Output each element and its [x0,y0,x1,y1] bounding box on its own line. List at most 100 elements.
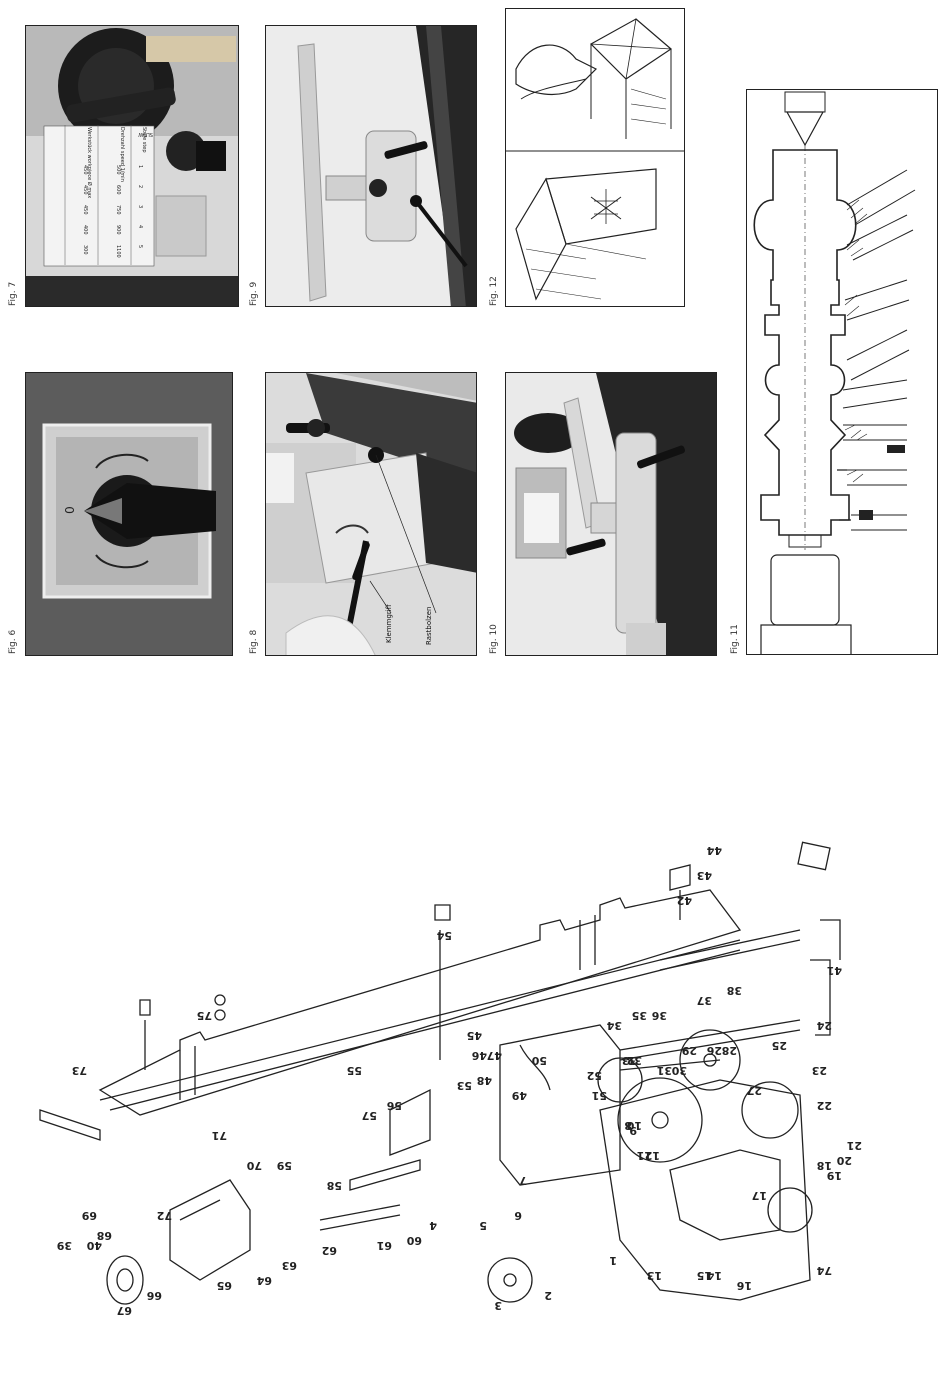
part-number-callout: 40 [86,1239,102,1252]
part-number-callout: 20 [836,1154,852,1167]
part-number-callout: 13 [647,1269,662,1282]
speed-table-cell: 2 [137,185,143,188]
part-number-callout: 51 [592,1089,607,1102]
part-number-callout: 67 [117,1304,132,1317]
part-number-callout: 18 [817,1159,832,1172]
speed-table-header: Werkstück workpiece Ø max [86,127,93,198]
part-number-callout: 53 [457,1079,472,1092]
part-number-callout: 45 [467,1029,482,1042]
fig12-image [506,18,684,301]
part-number-callout: 37 [697,994,712,1007]
speed-table-cell: 1100 [115,245,121,258]
fig7-caption: Fig. 7 [8,281,18,306]
fig9-caption: Fig. 9 [249,281,259,306]
part-number-callout: 55 [347,1064,362,1077]
part-number-callout: 73 [72,1064,87,1077]
part-number-callout: 25 [772,1039,787,1052]
part-number-callout: 66 [146,1289,162,1302]
part-number-callout: 75 [197,1009,212,1022]
part-number-callout: 12 [645,1149,660,1162]
part-number-callout: 65 [217,1279,232,1292]
part-number-callout: 74 [816,1264,832,1277]
speed-table-cell: 750 [115,205,121,215]
fig10-photo [505,372,717,656]
fig11-drawing [746,89,938,655]
speed-table-cell: 600 [115,185,121,195]
part-number-callout: 24 [816,1019,832,1032]
part-number-callout: 57 [362,1109,377,1122]
speed-table-cell: 300 [82,245,88,255]
fig11-image [753,91,916,654]
part-number-callout: 11 [637,1149,652,1162]
part-number-callout: 59 [277,1159,292,1172]
part-number-callout: 33 [622,1054,637,1067]
part-number-callout: 44 [706,844,722,857]
speed-table-cell: 3 [137,205,143,208]
fig8-label-klemmgriff: Klemmgriff [385,604,393,643]
speed-table-cell: 900 [115,225,121,235]
part-number-callout: 29 [682,1044,697,1057]
part-number-callout: 69 [82,1209,97,1222]
fig9-image [266,26,476,306]
fig8-photo [265,372,477,656]
part-number-callout: 56 [386,1099,402,1112]
part-number-callout: 28 [722,1044,737,1057]
part-number-callout: 38 [727,984,742,997]
part-number-callout: 5 [479,1219,487,1232]
part-number-callout: 9 [629,1124,637,1137]
speed-table-cell: 5 [137,245,143,248]
part-number-callout: 63 [282,1259,297,1272]
part-number-callout: 14 [706,1269,722,1282]
part-number-callout: 39 [57,1239,72,1252]
part-number-callout: 50 [531,1054,547,1067]
part-number-callout: 41 [827,964,842,977]
part-number-callout: 71 [212,1129,227,1142]
part-number-callout: 58 [327,1179,342,1192]
part-number-callout: 27 [747,1084,762,1097]
part-number-callout: 34 [606,1019,622,1032]
part-number-callout: 61 [377,1239,392,1252]
part-number-callout: 64 [256,1274,272,1287]
part-number-callout: 48 [477,1074,492,1087]
part-number-callout: 16 [736,1279,752,1292]
fig6-dial-label: 0 [62,506,77,514]
part-number-callout: 22 [817,1099,832,1112]
fig6-image [26,373,232,655]
fig11-caption: Fig. 11 [730,624,740,654]
part-number-callout: 49 [512,1089,527,1102]
speed-table-cell: 500 [115,165,121,175]
speed-table-cell: 450 [82,185,88,195]
speed-table-cell: 4 [137,225,143,228]
fig7-image [26,26,238,306]
part-number-callout: 30 [671,1064,687,1077]
speed-table-header: Drehzahl speed 1/min [119,127,125,182]
fig10-caption: Fig. 10 [489,624,499,654]
fig8-image [266,373,476,655]
part-number-callout: 6 [514,1209,522,1222]
fig6-photo [25,372,233,656]
fig8-label-rastbolzen: Rastbolzen [425,606,433,645]
part-number-callout: 36 [651,1009,667,1022]
fig7-photo [25,25,239,307]
part-number-callout: 62 [322,1244,337,1257]
part-number-callout: 32 [627,1054,642,1067]
fig10-image [506,373,716,655]
part-number-callout: 7 [519,1174,527,1187]
part-number-callout: 54 [436,929,452,942]
part-number-callout: 15 [697,1269,712,1282]
part-number-callout: 17 [752,1189,767,1202]
part-number-callout: 26 [706,1044,722,1057]
part-number-callout: 2 [544,1289,552,1302]
part-number-callout: 46 [471,1049,487,1062]
part-number-callout: 21 [847,1139,862,1152]
speed-table-cell: 450 [82,205,88,215]
fig12-caption: Fig. 12 [489,276,499,306]
part-number-callout: 23 [812,1064,827,1077]
part-number-callout: 68 [97,1229,112,1242]
part-number-callout: 35 [632,1009,647,1022]
part-number-callout: 3 [494,1299,502,1312]
part-number-callout: 42 [677,894,692,907]
speed-table-cell: 400 [82,225,88,235]
part-number-callout: 47 [487,1049,502,1062]
